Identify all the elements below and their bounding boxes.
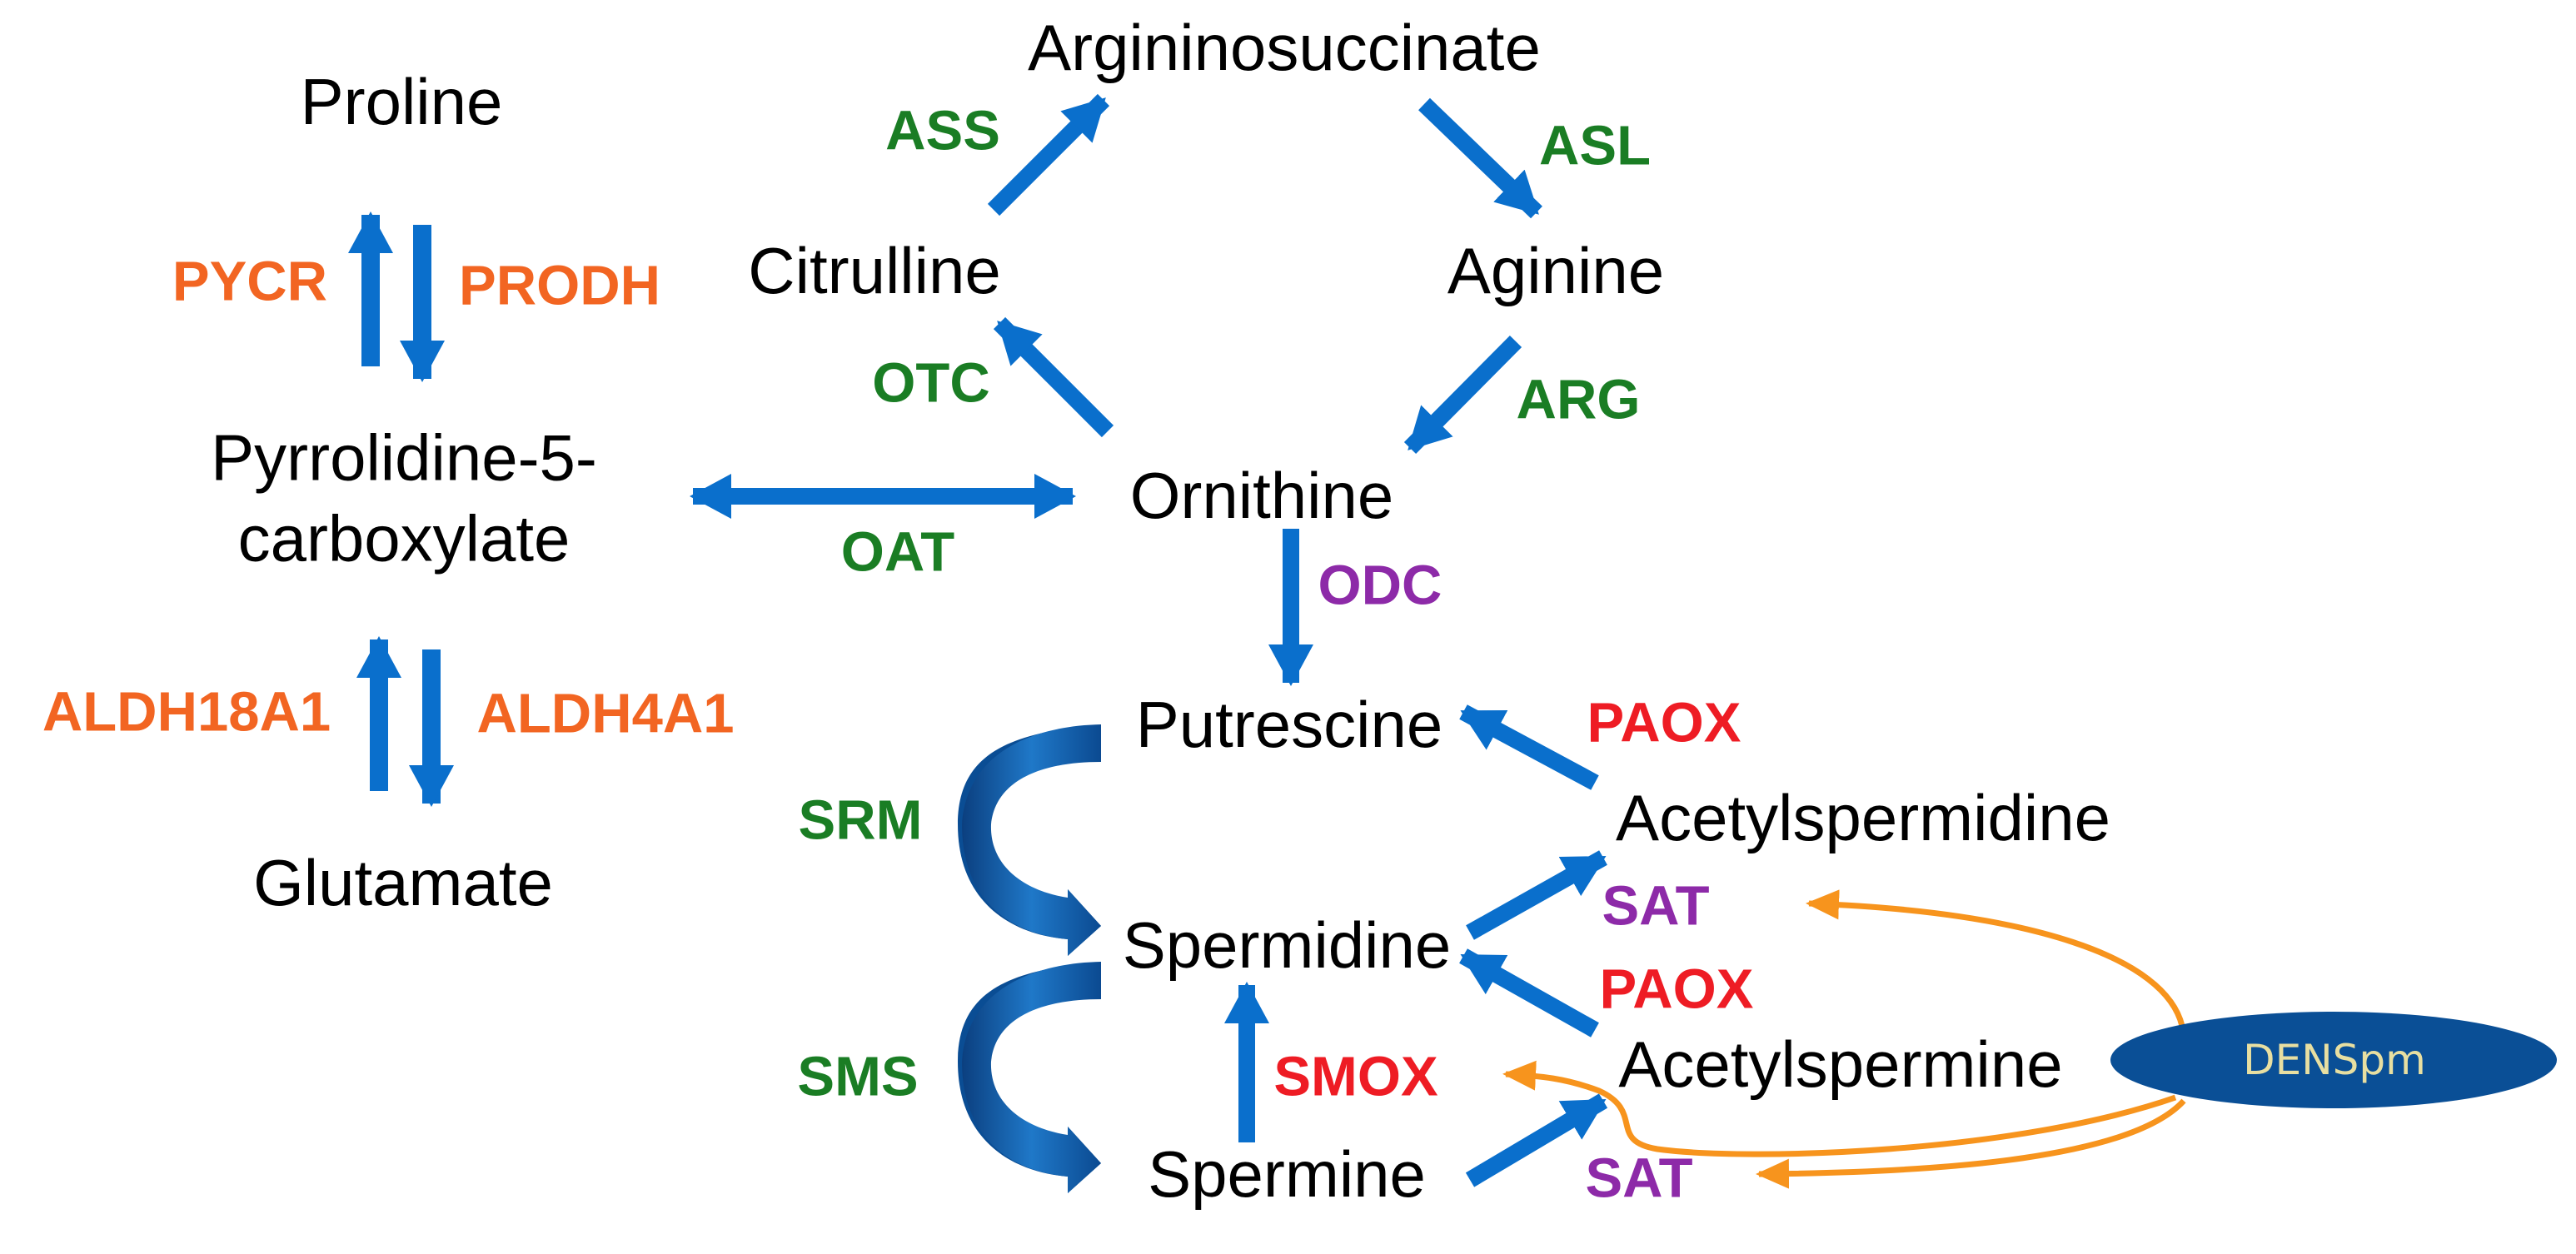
- enzyme-sat-spermidine: SAT: [1602, 874, 1710, 938]
- arrow-paox-spermidine: [1459, 948, 1599, 1038]
- metabolite-acetylspermidine: Acetylspermidine: [1616, 781, 2110, 854]
- enzyme-sms: SMS: [797, 1045, 919, 1108]
- metabolite-spermidine: Spermidine: [1122, 908, 1452, 982]
- arrow-otc: [993, 316, 1114, 438]
- enzyme-odc: ODC: [1318, 554, 1442, 617]
- metabolite-citrulline: Citrulline: [748, 234, 1001, 307]
- enzyme-otc: OTC: [872, 351, 990, 415]
- enzyme-ass: ASS: [885, 99, 1000, 162]
- arrow-ass: [987, 93, 1110, 216]
- arrow-denspm-smox: [1502, 1060, 2177, 1157]
- enzyme-srm: SRM: [798, 789, 923, 852]
- arrow-sms-curve: [958, 962, 1101, 1193]
- metabolite-argininosuccinate: Argininosuccinate: [1028, 11, 1541, 84]
- metabolite-acetylspermine: Acetylspermine: [1618, 1028, 2063, 1101]
- denspm-ellipse: [2110, 1012, 2557, 1108]
- enzyme-pycr: PYCR: [172, 250, 328, 313]
- enzyme-sat-spermine: SAT: [1585, 1147, 1693, 1210]
- metabolite-ornithine: Ornithine: [1129, 459, 1394, 532]
- arrow-sat-spermidine: [1466, 850, 1607, 940]
- arrow-denspm-sat-top: [1806, 889, 2185, 1027]
- enzyme-paox-spermidine: PAOX: [1599, 958, 1754, 1021]
- enzyme-aldh4a1: ALDH4A1: [476, 682, 735, 745]
- arrow-asl: [1418, 97, 1542, 219]
- enzyme-oat: OAT: [840, 520, 955, 584]
- arrow-paox-putrescine: [1459, 704, 1599, 790]
- drug-denspm-label: DENSpm: [2243, 1036, 2426, 1084]
- metabolite-spermine: Spermine: [1148, 1137, 1426, 1211]
- enzyme-arg: ARG: [1516, 368, 1641, 431]
- metabolite-pyrroline-5-carboxylate: Pyrrolidine-5- carboxylate: [211, 417, 597, 578]
- metabolite-proline: Proline: [300, 65, 503, 138]
- metabolite-p5c-line2: carboxylate: [237, 501, 571, 575]
- enzyme-smox: SMOX: [1273, 1045, 1438, 1108]
- metabolite-putrescine: Putrescine: [1135, 688, 1443, 761]
- arrow-sat-spermine: [1465, 1093, 1608, 1187]
- enzyme-aldh18a1: ALDH18A1: [42, 680, 331, 744]
- enzyme-prodh: PRODH: [459, 254, 660, 317]
- arrow-arg: [1403, 335, 1522, 455]
- arrow-srm-curve: [958, 724, 1101, 956]
- enzyme-paox-putrescine: PAOX: [1587, 691, 1741, 754]
- metabolite-arginine: Aginine: [1447, 234, 1665, 307]
- arrow-denspm-sat-bottom: [1756, 1098, 2186, 1189]
- enzyme-asl: ASL: [1539, 114, 1651, 177]
- metabolite-p5c-line1: Pyrrolidine-5-: [211, 420, 597, 495]
- metabolite-glutamate: Glutamate: [253, 846, 553, 919]
